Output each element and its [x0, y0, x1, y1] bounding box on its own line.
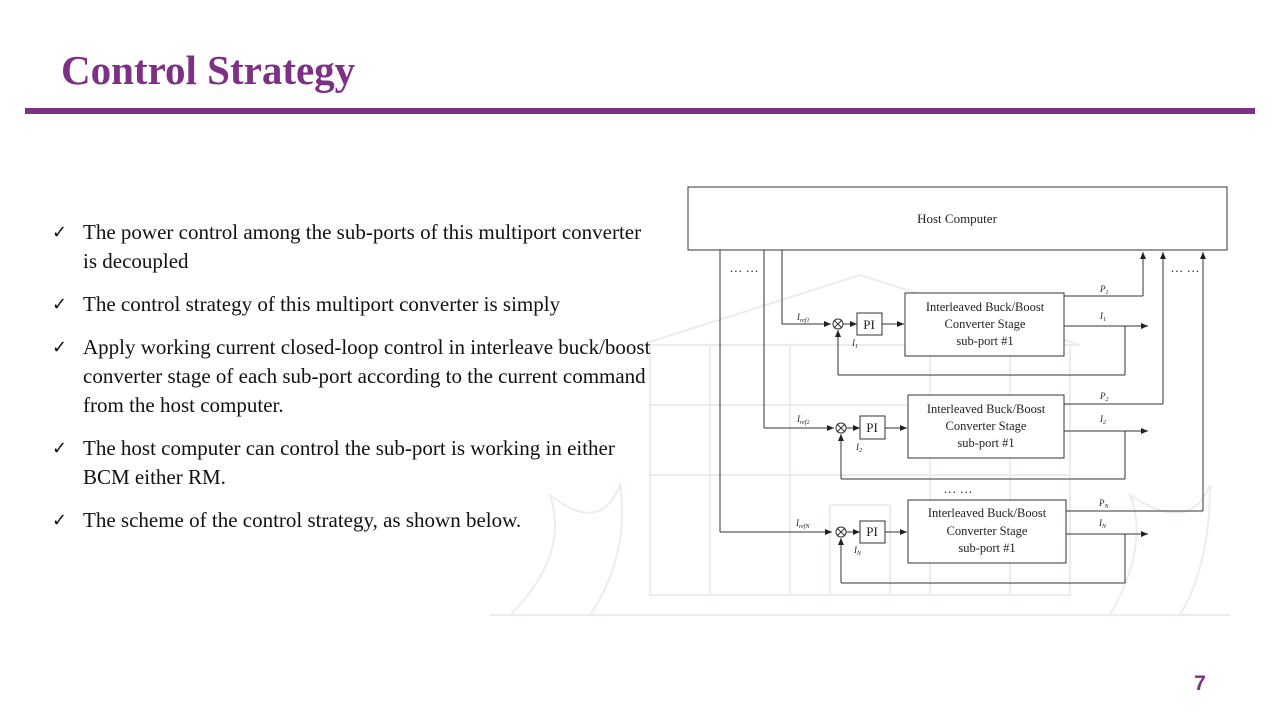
bullet-text: The host computer can control the sub-po… [83, 436, 615, 489]
iref2-label: Iref2 [796, 414, 809, 426]
checkmark-icon: ✓ [52, 510, 68, 531]
checkmark-icon: ✓ [52, 438, 68, 459]
checkmark-icon: ✓ [52, 222, 68, 243]
i2-output-label: I2 [1099, 414, 1106, 426]
page-number: 7 [1194, 672, 1206, 695]
bullet-item: ✓ The host computer can control the sub-p… [52, 434, 652, 492]
bullet-item: ✓ The scheme of the control strategy, as … [52, 506, 652, 535]
subport-2-label-line2: Converter Stage [946, 419, 1027, 433]
irefn-label: IrefN [795, 518, 810, 530]
subport-1-label-line1: Interleaved Buck/Boost [926, 300, 1045, 314]
bullet-item: ✓ The power control among the sub-ports o… [52, 218, 652, 276]
subport-n-label-line3: sub-port #1 [958, 541, 1015, 555]
bullet-item: ✓ The control strategy of this multiport … [52, 290, 652, 319]
pi-controller-2: PI [866, 420, 878, 435]
checkmark-icon: ✓ [52, 294, 68, 315]
i1-output-label: I1 [1099, 311, 1106, 323]
subport-1-label-line3: sub-port #1 [956, 334, 1013, 348]
ellipsis-right: … … [1170, 260, 1199, 275]
pi-controller-n: PI [866, 524, 878, 539]
slide-title: Control Strategy [61, 47, 356, 93]
p1-label: P1 [1099, 284, 1109, 296]
building-watermark [490, 273, 1230, 616]
bullet-list: ✓ The power control among the sub-ports o… [52, 218, 652, 549]
i2-feedback-label: I2 [855, 442, 862, 454]
host-computer-block [687, 186, 1228, 251]
bullet-text: The scheme of the control strategy, as s… [83, 508, 522, 532]
subport-2-label-line1: Interleaved Buck/Boost [927, 402, 1046, 416]
subport-n-label-line1: Interleaved Buck/Boost [928, 506, 1047, 520]
subport-1-label-line2: Converter Stage [945, 317, 1026, 331]
pn-label: PN [1098, 498, 1110, 510]
p2-label: P2 [1099, 391, 1109, 403]
pi-controller-1: PI [863, 317, 875, 332]
bullet-text: The power control among the sub-ports of… [83, 220, 642, 273]
in-output-label: IN [1098, 518, 1107, 530]
bullet-item: ✓ Apply working current closed-loop contr… [52, 333, 652, 420]
title-divider [25, 108, 1255, 114]
ellipsis-middle: … … [943, 481, 972, 496]
in-feedback-label: IN [853, 545, 862, 557]
bullet-text: The control strategy of this multiport c… [83, 292, 561, 316]
iref1-label: Iref1 [796, 312, 809, 324]
ellipsis-left: … … [729, 260, 758, 275]
subport-2-label-line3: sub-port #1 [957, 436, 1014, 450]
checkmark-icon: ✓ [52, 337, 68, 358]
control-scheme-diagram: Host Computer … … … … … … Interleaved Bu… [687, 186, 1228, 584]
i1-feedback-label: I1 [851, 338, 858, 350]
subport-n-label-line2: Converter Stage [947, 524, 1028, 538]
bullet-text: Apply working current closed-loop contro… [83, 335, 651, 417]
host-computer-label: Host Computer [917, 211, 997, 226]
